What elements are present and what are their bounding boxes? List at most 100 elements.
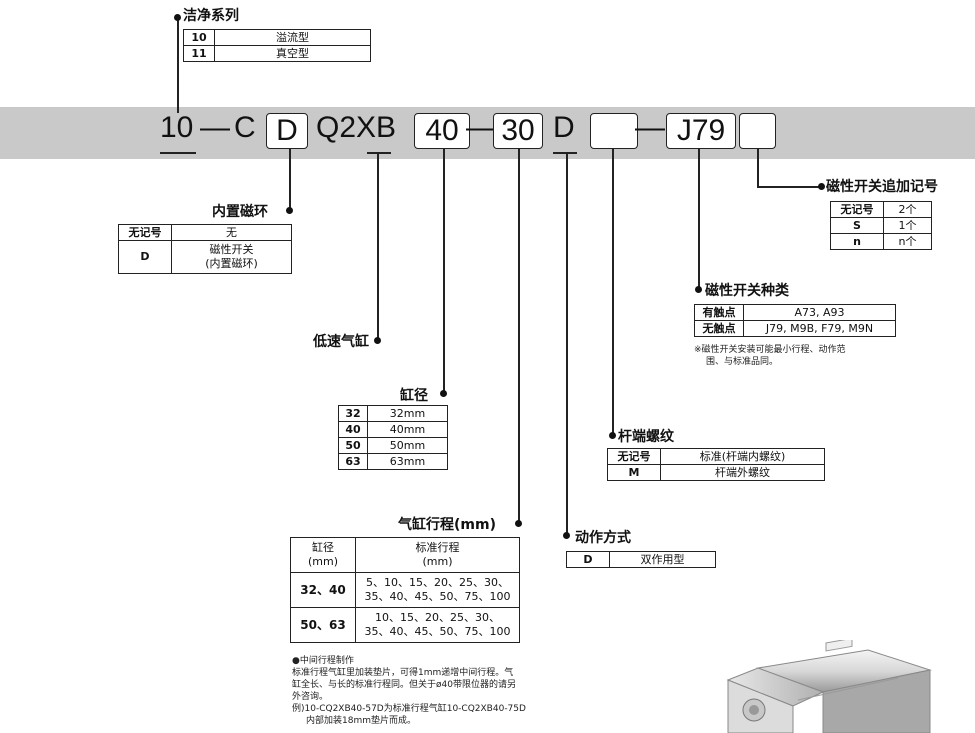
note-line: 标准行程气缸里加装垫片，可得1mm递增中间行程。气	[292, 668, 514, 678]
cell: 2个	[883, 201, 932, 218]
code-stroke-value: 30	[501, 114, 535, 147]
cell: 32	[338, 405, 368, 422]
note-line: 缸全长、与长的标准行程同。但关于ø40带限位器的请另	[292, 680, 516, 690]
leader-action	[566, 154, 568, 536]
switch-type-title: 磁性开关种类	[705, 283, 789, 299]
code-switch-value: J79	[676, 114, 726, 147]
cell-line: (mm)	[422, 555, 453, 568]
leader-suffix-dot	[818, 183, 825, 190]
cell: 5、10、15、20、25、30、35、40、45、50、75、100	[355, 572, 520, 608]
leader-magnet	[289, 149, 291, 211]
cell: 50mm	[367, 437, 448, 454]
leader-stroke-dot	[515, 520, 522, 527]
mid-stroke-note: ●中间行程制作 标准行程气缸里加装垫片，可得1mm递增中间行程。气 缸全长、与长…	[292, 655, 582, 727]
leader-suffix-h	[757, 186, 819, 188]
table-row: 无记号标准(杆端内螺纹)	[607, 448, 825, 465]
code-q2xb: Q2XB	[316, 111, 397, 144]
cell: 溢流型	[214, 29, 371, 46]
cell: 50	[338, 437, 368, 454]
cell: 缸径(mm)	[290, 537, 356, 573]
cell: D	[118, 240, 172, 274]
cell: 11	[183, 45, 215, 62]
code-stroke-box: 30	[493, 113, 543, 149]
cell: n个	[883, 233, 932, 250]
code-switch-box: J79	[666, 113, 736, 149]
leader-switch-type	[698, 149, 700, 290]
cell: 63mm	[367, 453, 448, 470]
cell: M	[607, 464, 661, 481]
cell-line: (内置磁环)	[205, 257, 258, 270]
leader-clean	[177, 18, 179, 113]
leader-bore-dot	[440, 390, 447, 397]
cell-line: (mm)	[307, 555, 338, 568]
leader-low-speed	[377, 154, 379, 340]
leader-action-dot	[563, 532, 570, 539]
code-bore-value: 40	[425, 114, 459, 147]
cell: 无记号	[118, 224, 172, 241]
code-prefix-10: 10	[160, 111, 194, 144]
stroke-title: 气缸行程(mm)	[398, 517, 496, 533]
cell: 63	[338, 453, 368, 470]
cell: 真空型	[214, 45, 371, 62]
cell-line: 10、15、20、25、30、	[375, 611, 500, 624]
magnet-table: 无记号无 D 磁性开关(内置磁环)	[118, 224, 292, 274]
rod-thread-title: 杆端螺纹	[618, 429, 674, 445]
underline-action	[553, 152, 577, 154]
leader-bore	[443, 149, 445, 394]
leader-suffix-v	[757, 149, 759, 187]
cell: 50、63	[290, 607, 356, 643]
table-row: 32、40 5、10、15、20、25、30、35、40、45、50、75、10…	[290, 572, 520, 608]
table-row: D 磁性开关(内置磁环)	[118, 240, 292, 274]
switch-type-note: ※磁性开关安装可能最小行程、动作范 围、与标准品同。	[694, 344, 904, 368]
cell-line: 标准行程	[415, 541, 460, 554]
model-code-band	[0, 107, 975, 159]
code-magnet-value: D	[276, 114, 298, 147]
note-line: 外咨询。	[292, 692, 329, 702]
cell: S	[830, 217, 884, 234]
note-line: 围、与标准品同。	[706, 357, 779, 367]
code-suffix-box	[739, 113, 776, 149]
cell-line: 缸径	[312, 541, 334, 554]
cell: n	[830, 233, 884, 250]
leader-low-speed-dot	[374, 337, 381, 344]
cell: 磁性开关(内置磁环)	[171, 240, 292, 274]
cell: 杆端外螺纹	[660, 464, 825, 481]
magnet-title: 内置磁环	[212, 204, 268, 220]
note-line: 内部加装18mm垫片而成。	[306, 716, 416, 726]
cell: 10、15、20、25、30、35、40、45、50、75、100	[355, 607, 520, 643]
cell: 无	[171, 224, 292, 241]
note-line: 例)10-CQ2XB40-57D为标准行程气缸10-CQ2XB40-75D	[292, 704, 526, 714]
leader-rod	[612, 149, 614, 436]
code-magnet-box: D	[266, 113, 308, 149]
code-c: C	[234, 111, 256, 144]
code-rod-box	[590, 113, 638, 149]
low-speed-title: 低速气缸	[313, 334, 369, 350]
leader-clean-dot	[174, 14, 181, 21]
cell-line: 35、40、45、50、75、100	[364, 625, 511, 638]
cell: 无记号	[607, 448, 661, 465]
code-action: D	[553, 111, 575, 144]
stroke-table: 缸径(mm) 标准行程(mm) 32、40 5、10、15、20、25、30、3…	[290, 537, 520, 643]
action-mode-title: 动作方式	[575, 530, 631, 546]
cell: D	[566, 551, 610, 568]
code-dash-3: —	[635, 111, 665, 144]
cell: 有触点	[694, 304, 744, 321]
cell: 32、40	[290, 572, 356, 608]
clean-series-title: 洁净系列	[183, 8, 239, 24]
code-bore-box: 40	[414, 113, 470, 149]
cell: 40mm	[367, 421, 448, 438]
bore-title: 缸径	[400, 388, 428, 404]
code-dash-1: —	[200, 111, 230, 144]
